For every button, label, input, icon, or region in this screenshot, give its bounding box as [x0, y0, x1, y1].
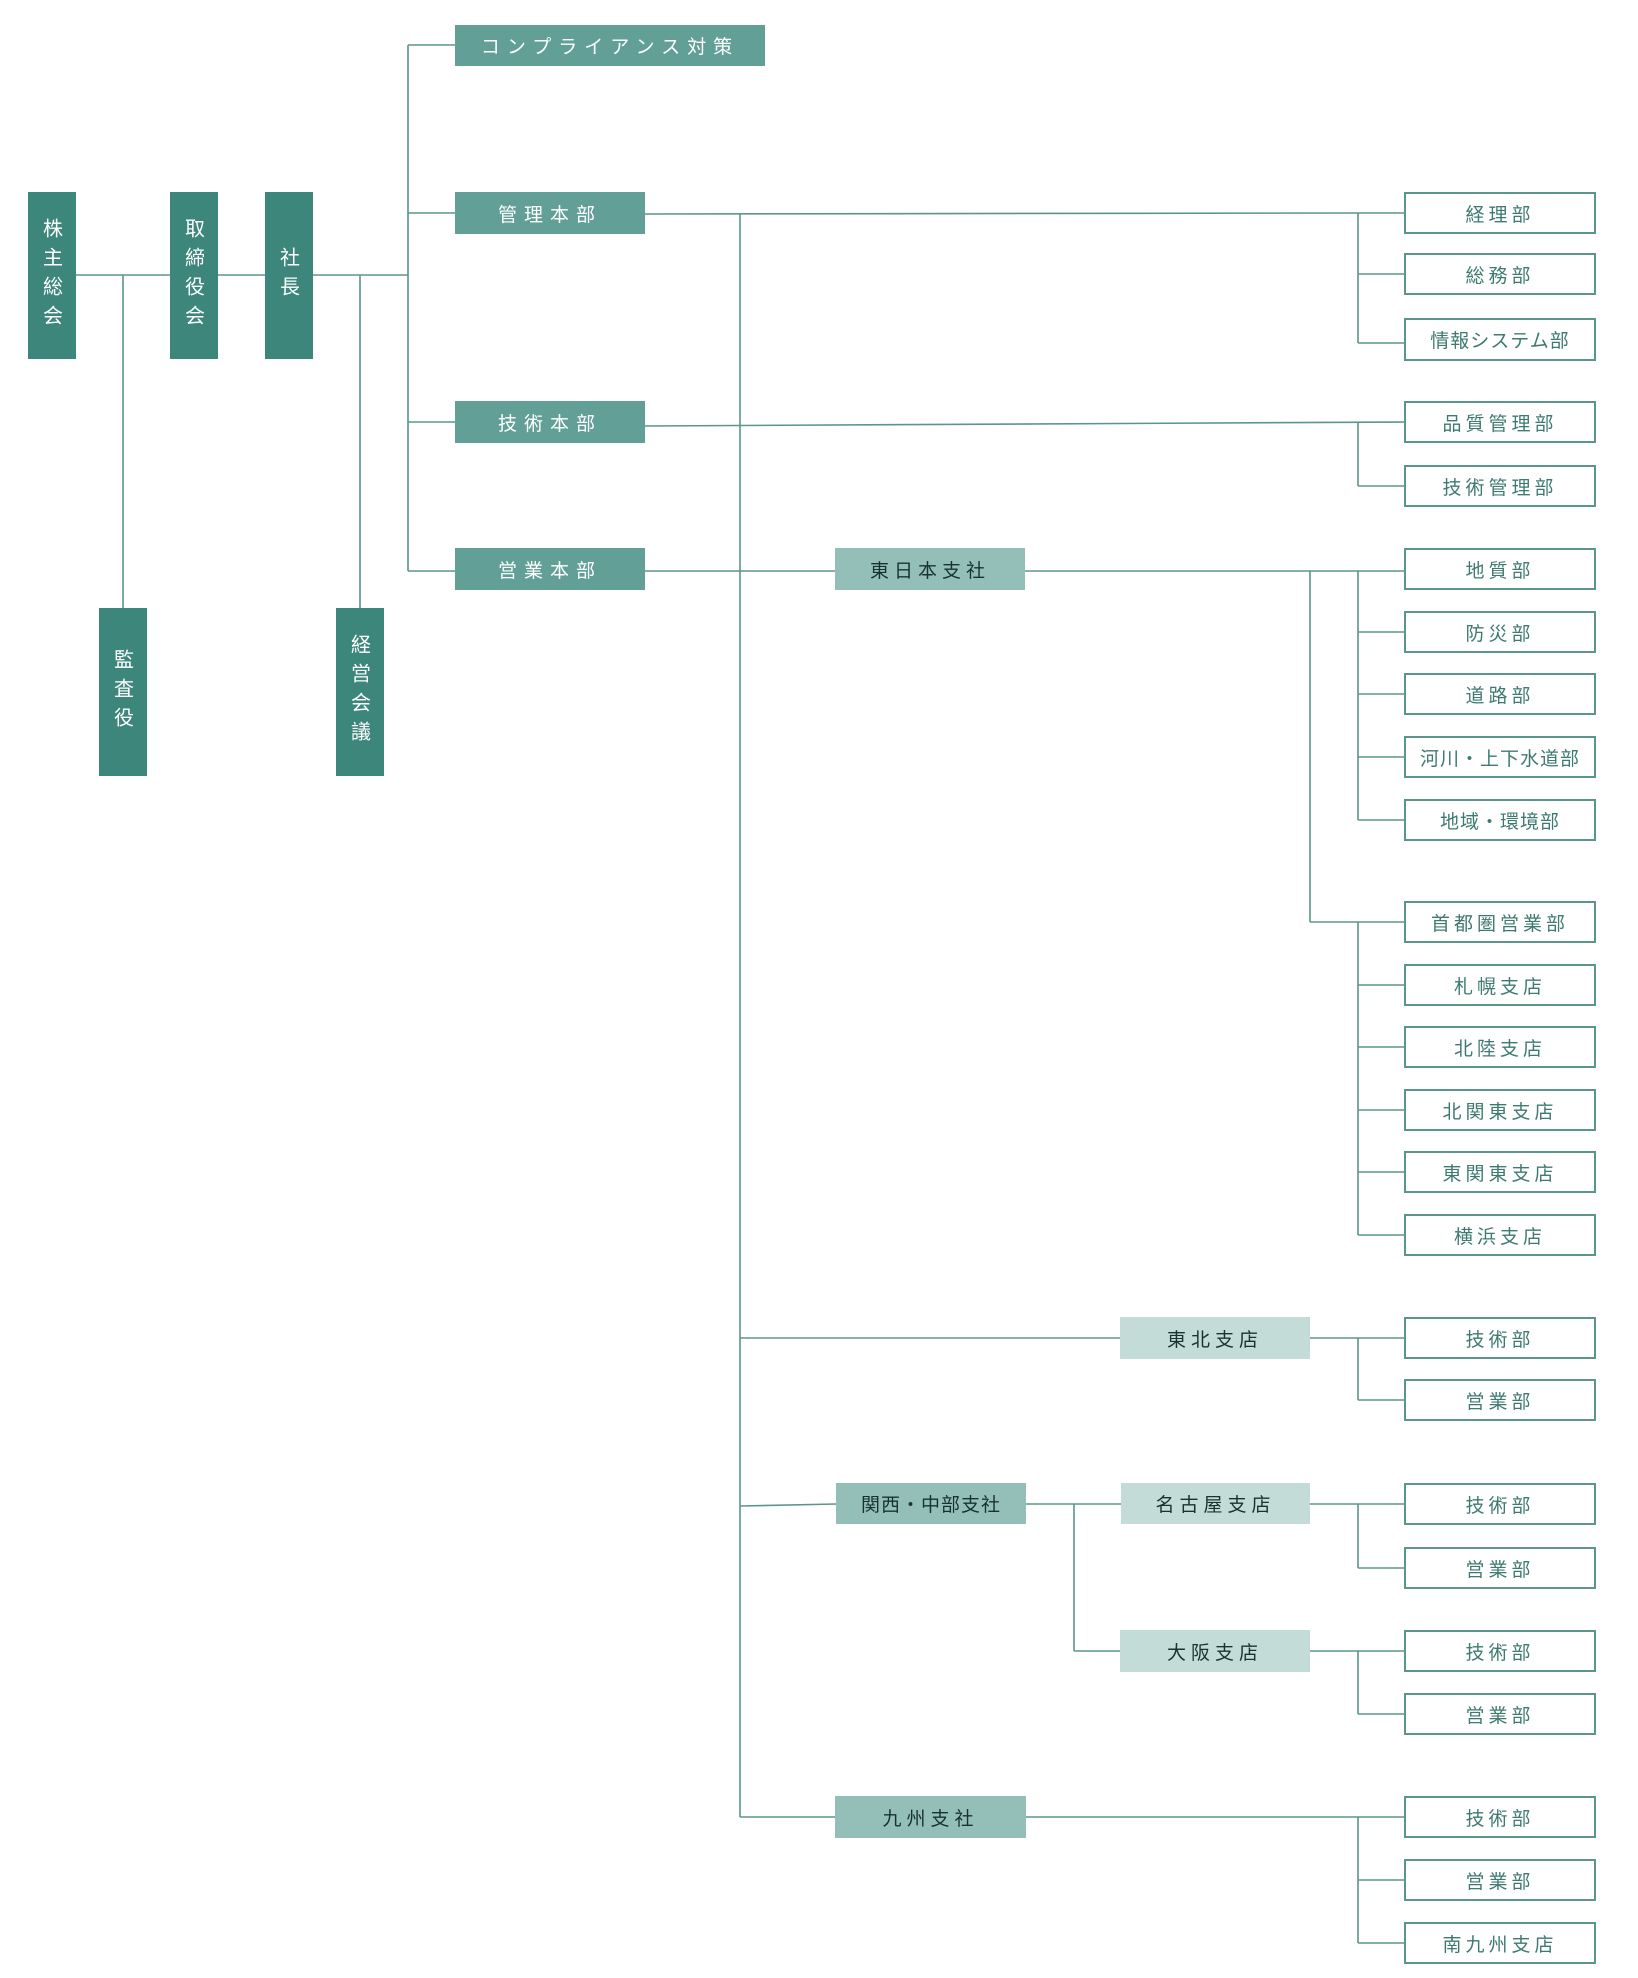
president-box: 社長: [265, 192, 313, 359]
river-water-dept-box: 河川・上下水道部: [1404, 736, 1596, 778]
osaka-engineering-dept-box: 技術部: [1404, 1630, 1596, 1672]
kyushu-sales-dept-box: 営業部: [1404, 1859, 1596, 1901]
kansai-chubu-branch-box: 関西・中部支社: [836, 1483, 1026, 1524]
metropolitan-sales-dept-box: 首都圏営業部: [1404, 901, 1596, 943]
nagoya-engineering-dept-box: 技術部: [1404, 1483, 1596, 1525]
general-affairs-dept-box: 総務部: [1404, 253, 1596, 295]
connector-line: [739, 1503, 837, 1507]
east-kanto-branch-box: 東関東支店: [1404, 1151, 1596, 1193]
quality-management-dept-box: 品質管理部: [1404, 401, 1596, 443]
tohoku-sales-dept-box: 営業部: [1404, 1379, 1596, 1421]
osaka-branch-box: 大阪支店: [1120, 1630, 1310, 1672]
tech-hq-box: 技術本部: [455, 401, 645, 443]
south-kyushu-branch-box: 南九州支店: [1404, 1922, 1596, 1964]
north-kanto-branch-box: 北関東支店: [1404, 1089, 1596, 1131]
east-japan-branch-box: 東日本支社: [835, 548, 1025, 590]
disaster-prevention-dept-box: 防災部: [1404, 611, 1596, 653]
auditor-box: 監査役: [99, 608, 147, 776]
admin-hq-box: 管理本部: [455, 192, 645, 234]
tohoku-engineering-dept-box: 技術部: [1404, 1317, 1596, 1359]
connector-line: [644, 421, 1405, 427]
board-of-directors-box: 取締役会: [170, 192, 218, 359]
sales-hq-box: 営業本部: [455, 548, 645, 590]
yokohama-branch-box: 横浜支店: [1404, 1214, 1596, 1256]
osaka-sales-dept-box: 営業部: [1404, 1693, 1596, 1735]
sapporo-branch-box: 札幌支店: [1404, 964, 1596, 1006]
nagoya-branch-box: 名古屋支店: [1121, 1483, 1310, 1524]
connector-line: [644, 212, 1359, 215]
kyushu-branch-box: 九州支社: [835, 1796, 1026, 1838]
road-dept-box: 道路部: [1404, 673, 1596, 715]
geology-dept-box: 地質部: [1404, 548, 1596, 590]
kyushu-engineering-dept-box: 技術部: [1404, 1796, 1596, 1838]
information-systems-dept-box: 情報システム部: [1404, 318, 1596, 361]
hokuriku-branch-box: 北陸支店: [1404, 1026, 1596, 1068]
technical-management-dept-box: 技術管理部: [1404, 465, 1596, 507]
regional-environment-dept-box: 地域・環境部: [1404, 799, 1596, 841]
tohoku-branch-box: 東北支店: [1120, 1317, 1310, 1359]
shareholders-meeting-box: 株主総会: [28, 192, 76, 359]
management-meeting-box: 経営会議: [336, 608, 384, 776]
compliance-box: コンプライアンス対策: [455, 25, 765, 66]
accounting-dept-box: 経理部: [1404, 192, 1596, 234]
nagoya-sales-dept-box: 営業部: [1404, 1547, 1596, 1589]
